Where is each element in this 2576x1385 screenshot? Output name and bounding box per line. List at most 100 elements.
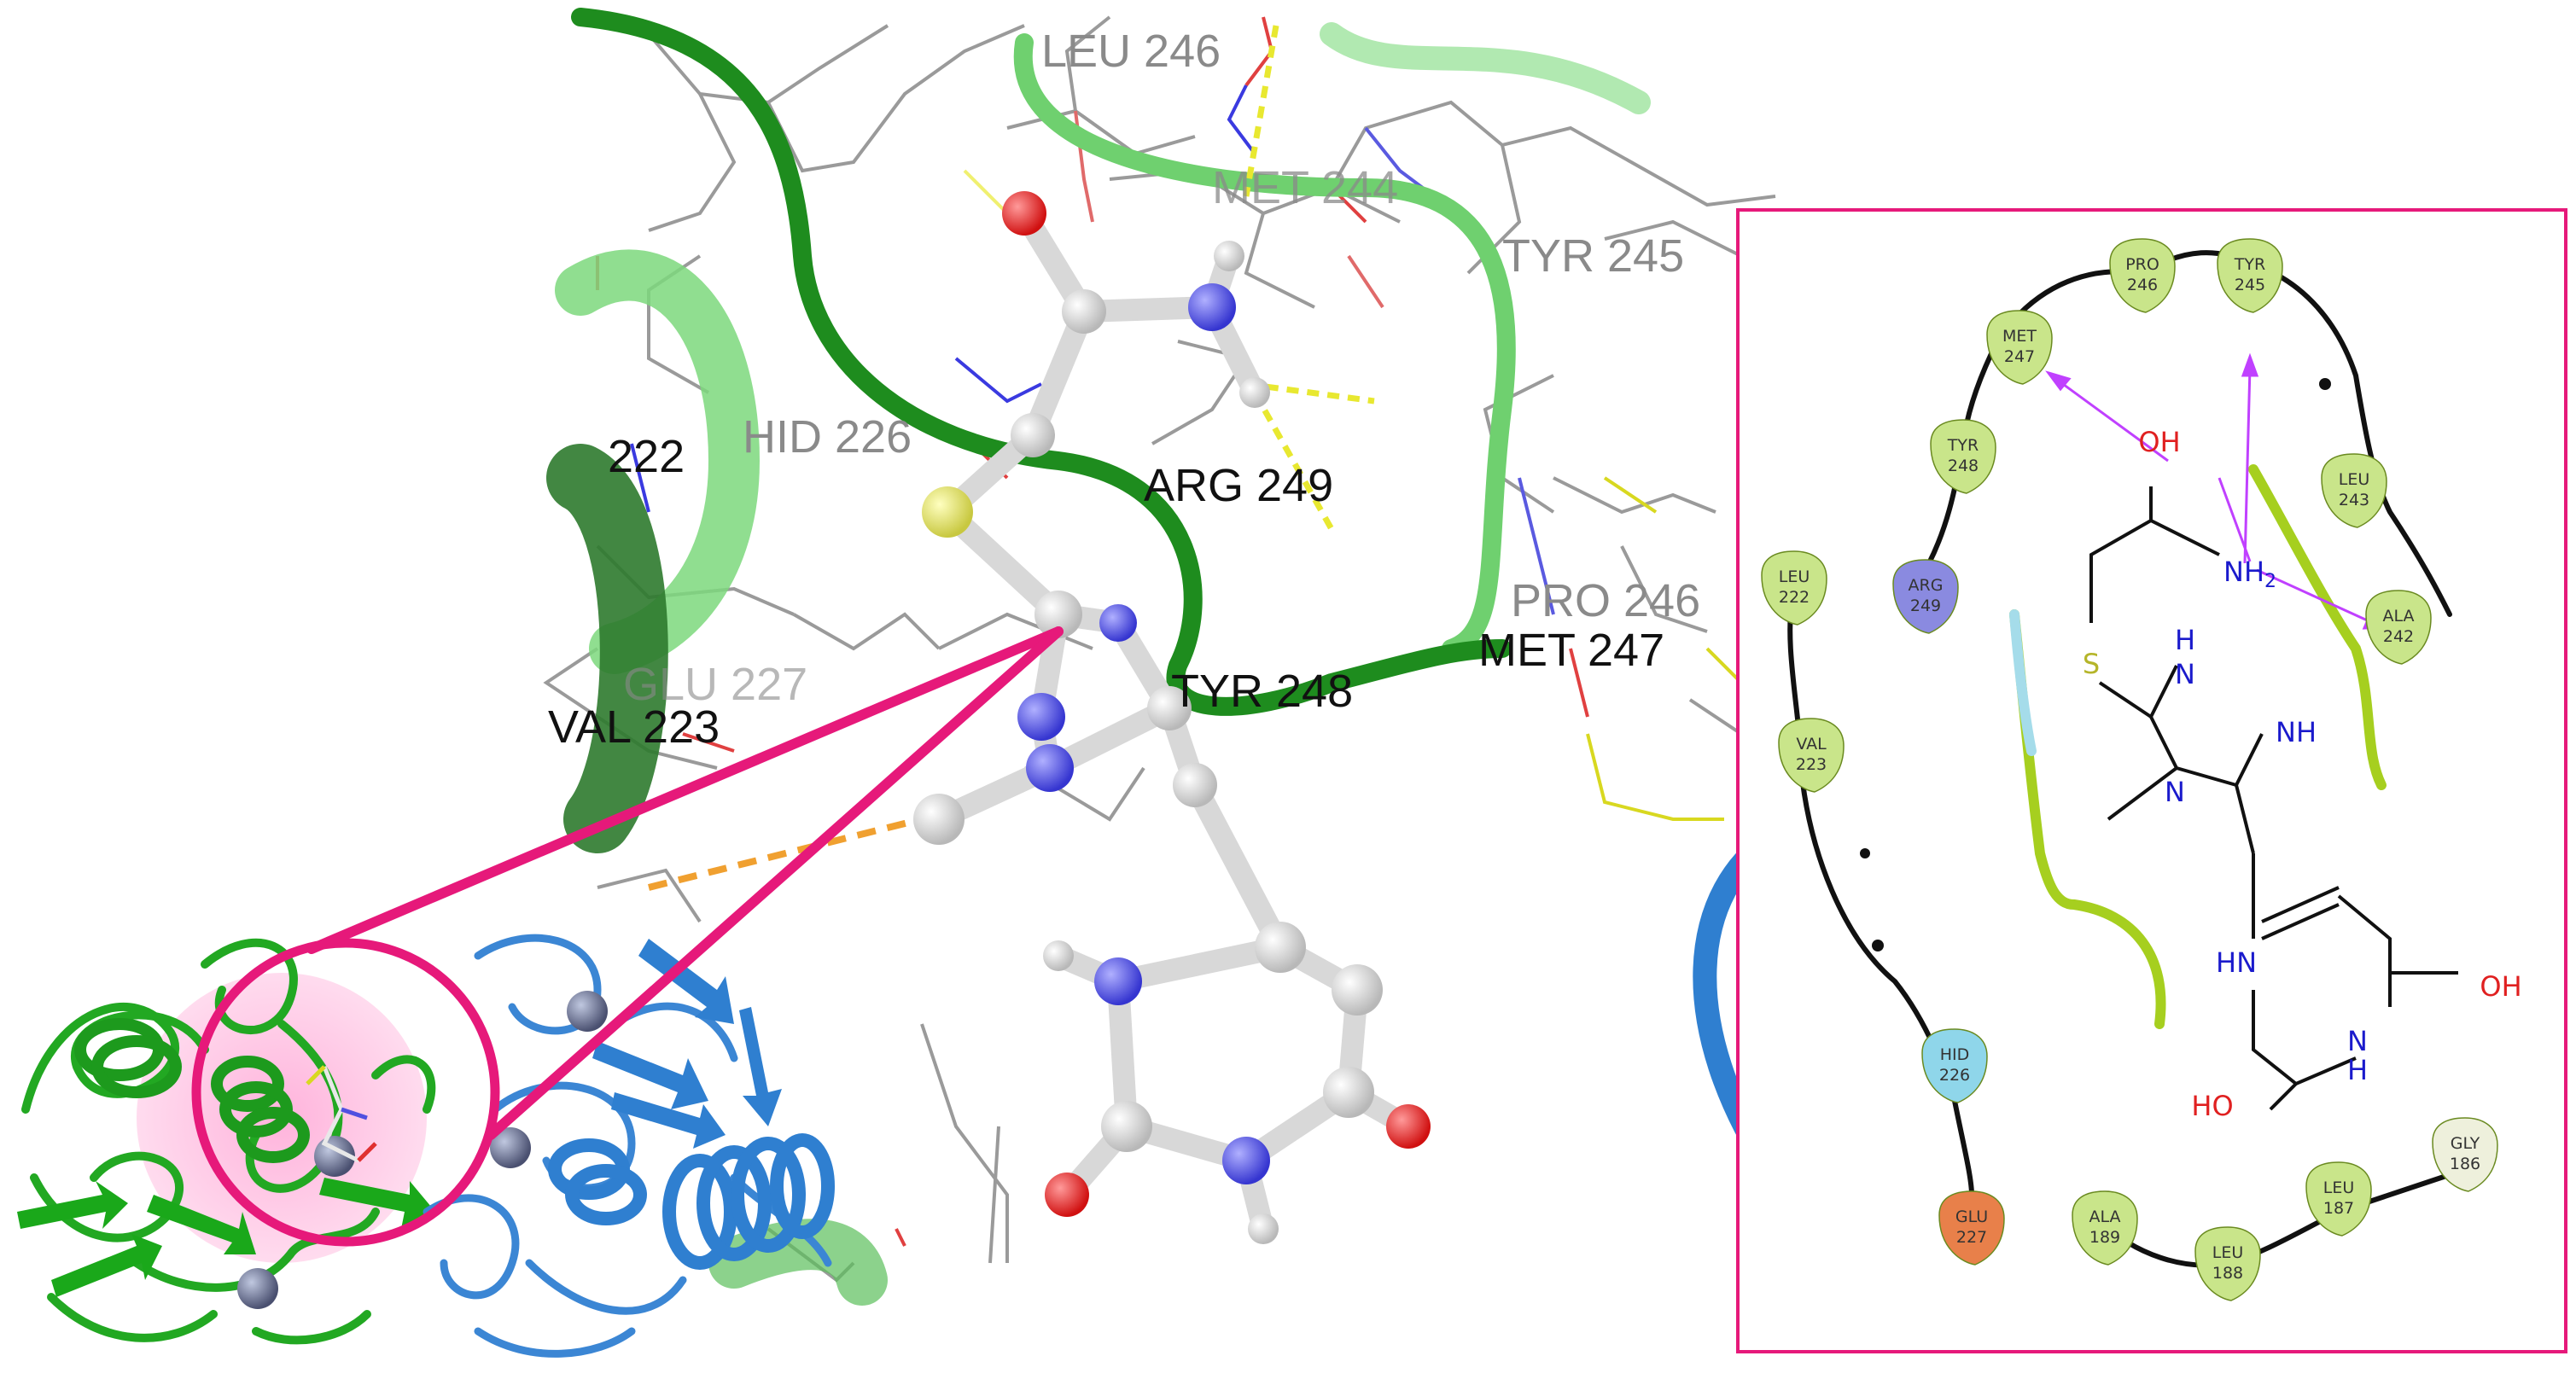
residue-number: 223 <box>1796 755 1827 774</box>
residue-name: ARG <box>1909 576 1944 595</box>
residue-shape <box>1778 718 1845 793</box>
residue-shape <box>2072 1190 2138 1266</box>
residue-name: LEU <box>2212 1243 2244 1262</box>
residue-number: 249 <box>1910 596 1941 615</box>
ligand-mini <box>306 1065 377 1163</box>
label-3d-tyr245: TYR 245 <box>1502 230 1684 282</box>
residue-shape <box>2432 1117 2498 1192</box>
label-3d-pro246: PRO 246 <box>1511 575 1700 626</box>
residue-name: HID <box>1940 1045 1970 1064</box>
residue-hid-226: HID 226 <box>1921 1028 1988 1103</box>
green-strands <box>17 1178 435 1297</box>
residue-shape <box>2321 453 2387 528</box>
residue-number: 226 <box>1939 1066 1970 1085</box>
residue-shape <box>2194 1226 2261 1301</box>
atom-n-upper: N <box>2175 658 2195 690</box>
residue-shape <box>1986 310 2053 385</box>
residue-number: 248 <box>1948 457 1979 475</box>
residue-nodes-2d: PRO246TYR245MET247LEU243TYR248ALA242LEU2… <box>1761 238 2498 1301</box>
residue-name: PRO <box>2125 255 2159 274</box>
residue-name: ALA <box>2089 1208 2120 1226</box>
label-3d-glu227: GLU 227 <box>623 659 807 710</box>
residue-name: GLU <box>1955 1208 1988 1226</box>
residue-number: 247 <box>2004 347 2035 366</box>
residue-shape <box>2365 590 2432 665</box>
residue-shape <box>2217 238 2283 313</box>
ligand-2d-bonds <box>2089 486 2458 1111</box>
residue-number: 243 <box>2339 491 2369 509</box>
residue-name: VAL <box>1796 735 1827 754</box>
residue-shape <box>1761 550 1827 626</box>
residue-name: TYR <box>2234 255 2265 274</box>
residue-name: LEU <box>1779 567 1810 586</box>
residue-shape <box>2109 238 2176 313</box>
blue-strands <box>592 939 782 1149</box>
residue-shape <box>1930 419 1996 494</box>
residue-name: ALA <box>2382 607 2414 626</box>
residue-shape <box>2305 1161 2372 1237</box>
residue-number: 245 <box>2235 276 2265 294</box>
label-3d-tyr248: TYR 248 <box>1171 666 1353 717</box>
atom-ho-left: HO <box>2191 1090 2233 1122</box>
residue-name: GLY <box>2451 1134 2480 1153</box>
ligand-2d-atoms: OH NH2 S H N NH N HN OH N H HO <box>2083 426 2522 1122</box>
residue-shape <box>1892 559 1959 634</box>
label-3d-arg249: ARG 249 <box>1144 460 1333 511</box>
atom-nh-right: NH <box>2276 716 2317 748</box>
contact-dash-orange <box>648 816 923 891</box>
protein-ribbons-3d <box>546 8 1787 1306</box>
protein-overview-cartoon <box>17 934 835 1358</box>
pocket-surface-curves <box>2009 464 2387 1029</box>
atom-h-nh: H <box>2175 624 2195 656</box>
atom-nh2: NH2 <box>2223 556 2276 592</box>
residue-gly-186: GLY 186 <box>2432 1117 2498 1192</box>
residue-number: 189 <box>2089 1228 2120 1247</box>
residue-number: 187 <box>2323 1199 2354 1218</box>
atom-h-ring-lower: H <box>2347 1054 2368 1086</box>
residue-name: TYR <box>1947 436 1979 455</box>
residue-number: 188 <box>2212 1264 2243 1283</box>
zoom-highlight-circle <box>191 938 500 1247</box>
residue-glu-227: GLU 227 <box>1938 1190 2005 1266</box>
residue-ala-189: ALA 189 <box>2072 1190 2138 1266</box>
hbond-dashes-3d <box>1243 25 1375 531</box>
residue-shape <box>1938 1190 2005 1266</box>
atom-oh-top: OH <box>2138 426 2180 458</box>
green-helices <box>74 1018 310 1163</box>
zoom-connector-lines <box>306 626 1064 1140</box>
residue-name: LEU <box>2323 1178 2355 1197</box>
diagram-frame <box>1736 208 2567 1353</box>
label-3d-val223: VAL 223 <box>548 701 720 753</box>
metal-ions <box>237 991 608 1309</box>
atom-oh-right: OH <box>2480 970 2521 1003</box>
residue-tyr-248: TYR 248 <box>1930 419 1996 494</box>
label-3d-met244: MET 244 <box>1212 162 1398 213</box>
atom-n-ring-lower: N <box>2347 1025 2368 1057</box>
residue-shape <box>1921 1028 1988 1103</box>
residue-leu-187: LEU 187 <box>2305 1161 2372 1237</box>
residue-tyr-245: TYR 245 <box>2217 238 2283 313</box>
residue-name: MET <box>2002 327 2037 346</box>
binding-site-3d-view: LEU 246 MET 244 TYR 245 222 HID 226 ARG … <box>543 8 1787 1306</box>
atom-hn-ring: HN <box>2216 946 2257 979</box>
residue-number: 186 <box>2450 1155 2480 1173</box>
ligand-ball-and-stick <box>913 191 1431 1244</box>
atom-n-methyl: N <box>2165 776 2185 808</box>
residue-number: 242 <box>2383 627 2414 646</box>
label-3d-222: 222 <box>608 431 685 482</box>
interaction-diagram-2d: PRO246TYR245MET247LEU243TYR248ALA242LEU2… <box>1736 208 2567 1353</box>
residue-name: LEU <box>2339 470 2370 489</box>
residue-number: 227 <box>1956 1228 1987 1247</box>
residue-labels-3d: LEU 246 MET 244 TYR 245 222 HID 226 ARG … <box>548 26 1700 753</box>
residue-pro-246: PRO 246 <box>2109 238 2176 313</box>
residue-number: 222 <box>1779 588 1810 607</box>
backbone-nodes <box>1860 378 2331 951</box>
residue-number: 246 <box>2127 276 2158 294</box>
label-3d-met247: MET 247 <box>1478 625 1664 676</box>
label-3d-hid226: HID 226 <box>743 411 912 463</box>
residue-leu-243: LEU 243 <box>2321 453 2387 528</box>
